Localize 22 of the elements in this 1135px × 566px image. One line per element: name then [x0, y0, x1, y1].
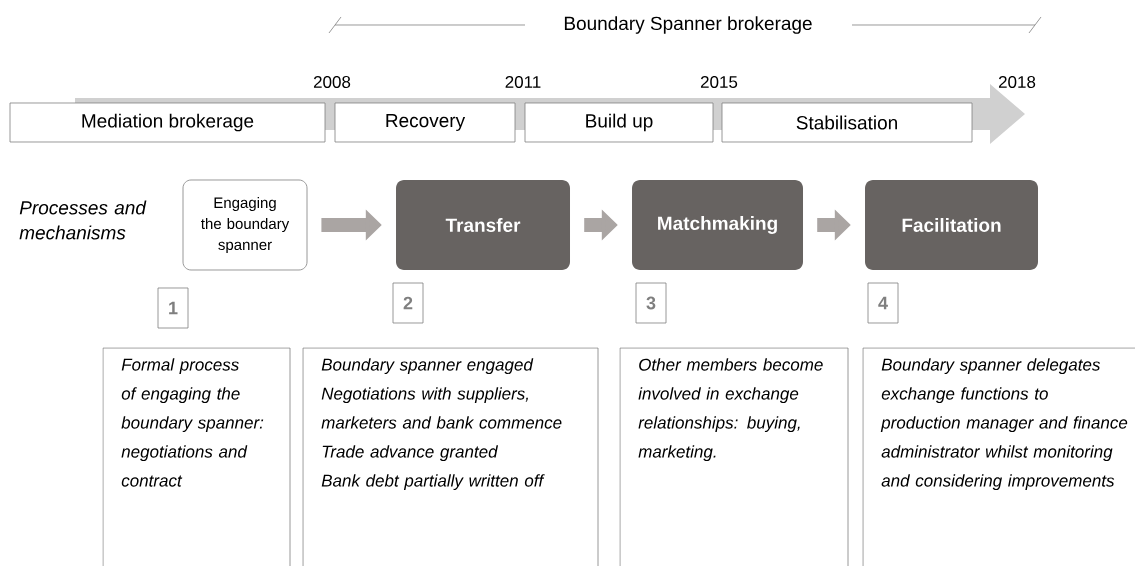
- step-number: 4: [867, 282, 899, 324]
- description-box: Other members become involved in exchange relationships: buying, marketing.: [619, 347, 849, 566]
- year-label: 2015: [700, 76, 738, 88]
- year-label: 2018: [998, 76, 1036, 88]
- description-box: Boundary spanner engaged Negotiations with suppliers, marketers and bank commence Trade advance granted Bank debt partially written off: [302, 347, 599, 566]
- phase-box: Stabilisation: [721, 102, 973, 143]
- phase-box: Recovery: [334, 102, 516, 143]
- process-box: Transfer: [396, 180, 570, 270]
- step-number: 2: [392, 282, 424, 324]
- step-number: 3: [635, 282, 667, 324]
- year-label: 2011: [505, 76, 541, 88]
- description-box: Boundary spanner delegates exchange functions to production manager and finance administrator whilst monitoring and considering improvements: [862, 347, 1135, 566]
- step-number: 1: [157, 287, 189, 329]
- row-heading: Processes and mechanisms: [19, 200, 147, 240]
- phase-box: Build up: [524, 102, 714, 143]
- process-box: Engaging the boundary spanner: [182, 179, 308, 271]
- phase-box: Mediation brokerage: [9, 102, 326, 143]
- process-box: Matchmaking: [632, 180, 803, 270]
- year-label: 2008: [313, 76, 351, 88]
- description-box: Formal process of engaging the boundary spanner: negotiations and contract: [102, 347, 291, 566]
- process-box: Facilitation: [865, 180, 1038, 270]
- span-label: Boundary Spanner brokerage: [564, 16, 812, 34]
